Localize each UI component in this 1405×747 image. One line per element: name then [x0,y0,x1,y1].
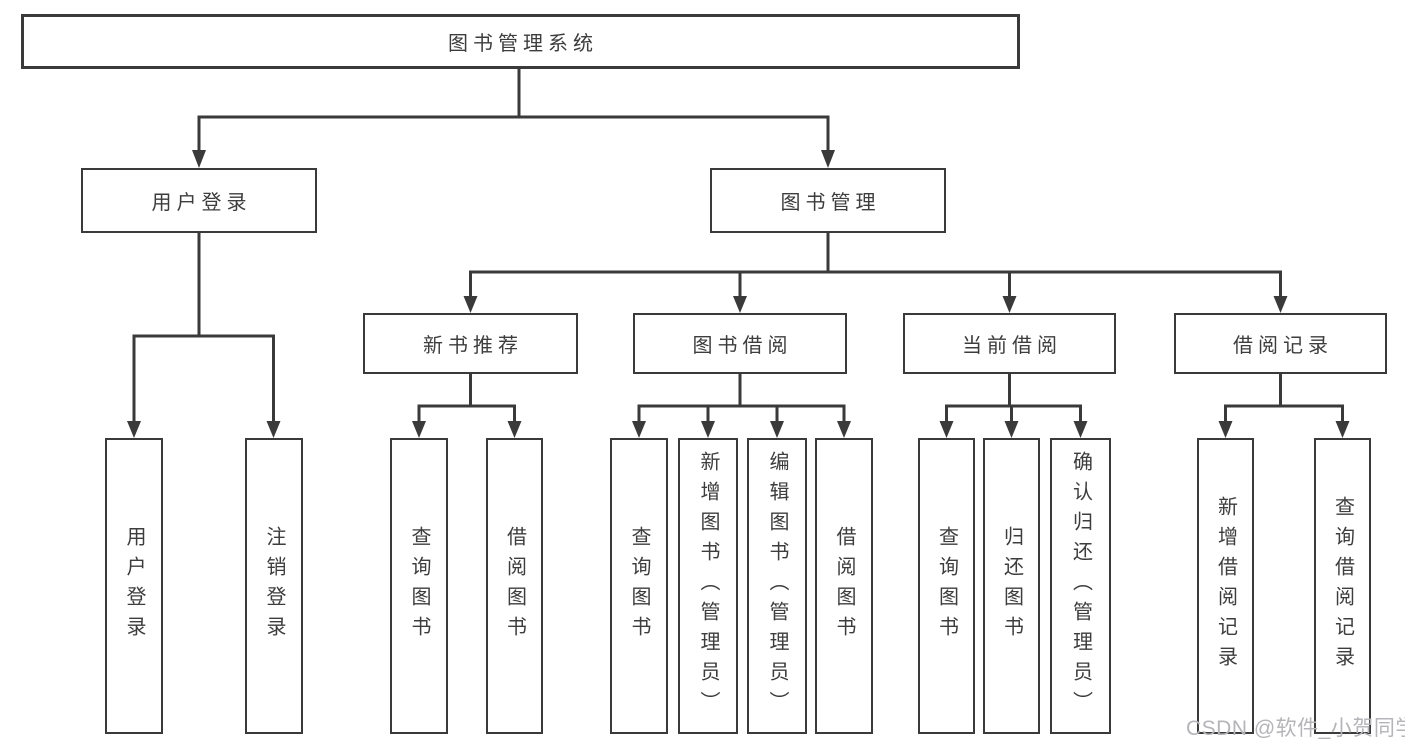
node-label: 查询图书 [628,526,650,646]
node-book-management-module: 图书管理 [710,168,946,233]
arrowhead [127,421,141,438]
leaf-logout: 注销登录 [245,438,303,734]
node-label: 新增图书（管理员） [697,451,719,721]
connector-book-management-branch [469,231,1282,301]
leaf-borrow-books: 借阅图书 [815,438,873,734]
node-label: 用户登录 [123,526,145,646]
node-label: 新书推荐 [423,335,523,357]
node-user-login-module: 用户登录 [81,168,317,233]
node-label: 查询借阅记录 [1331,496,1354,676]
node-label: 用户登录 [151,192,252,214]
node-label: 编辑图书（管理员） [766,451,788,721]
node-library-management-system: 图书管理系统 [21,14,1020,69]
node-book-borrowing: 图书借阅 [633,313,847,374]
arrowhead [507,421,522,438]
leaf-add-borrow-record: 新增借阅记录 [1197,438,1254,734]
leaf-query-borrow-record: 查询借阅记录 [1314,438,1371,734]
leaf-query-books-recommend: 查询图书 [390,438,448,734]
arrowhead [1004,421,1019,438]
arrowhead [939,421,954,438]
arrowhead [1073,421,1088,438]
node-label: 归还图书 [1000,526,1023,646]
node-label: 查询图书 [935,526,958,646]
leaf-query-books-borrowing: 查询图书 [610,438,668,734]
arrowhead [1335,421,1350,438]
connector-root-branch [197,67,830,155]
leaf-confirm-return-admin: 确认归还（管理员） [1050,438,1111,734]
leaf-query-books-current: 查询图书 [918,438,975,734]
connector-new-book-branch [417,372,516,426]
arrowhead [463,296,478,313]
connector-current-borrowing-branch [945,372,1082,426]
leaf-user-login: 用户登录 [105,438,163,734]
arrowhead [701,421,715,438]
node-label: 当前借阅 [962,335,1062,357]
node-label: 借阅图书 [503,526,526,646]
arrowhead [192,150,206,168]
csdn-watermark: CSDN @软件_小贺同学 [1186,717,1405,740]
leaf-add-books-admin: 新增图书（管理员） [678,438,738,734]
node-label: 图书管理系统 [448,33,598,55]
node-label: 图书借阅 [692,335,793,357]
node-label: 注销登录 [263,526,285,646]
arrowhead [733,296,747,313]
arrowhead [770,421,784,438]
node-label: 查询图书 [408,526,430,646]
arrowhead [821,150,835,168]
node-label: 新增借阅记录 [1214,496,1237,676]
node-label: 借阅记录 [1233,335,1333,357]
leaf-return-books: 归还图书 [983,438,1040,734]
arrowhead [632,421,646,438]
connector-book-borrowing-branch [637,372,846,426]
node-label: 确认归还（管理员） [1069,451,1092,721]
node-label: 图书管理 [780,192,881,214]
arrowhead [1218,421,1233,438]
arrowhead [412,421,426,438]
arrowhead [837,421,851,438]
leaf-borrow-books-recommend: 借阅图书 [486,438,543,734]
node-borrow-records: 借阅记录 [1174,313,1387,374]
node-current-borrowing: 当前借阅 [903,313,1116,374]
arrowhead [266,421,281,438]
connector-user-login-branch [132,231,275,426]
leaf-edit-books-admin: 编辑图书（管理员） [747,438,807,734]
arrowhead [1002,296,1017,313]
connector-borrow-records-branch [1224,372,1344,426]
arrowhead [1273,296,1288,313]
node-new-book-recommend: 新书推荐 [363,313,578,374]
node-label: 借阅图书 [833,526,855,646]
